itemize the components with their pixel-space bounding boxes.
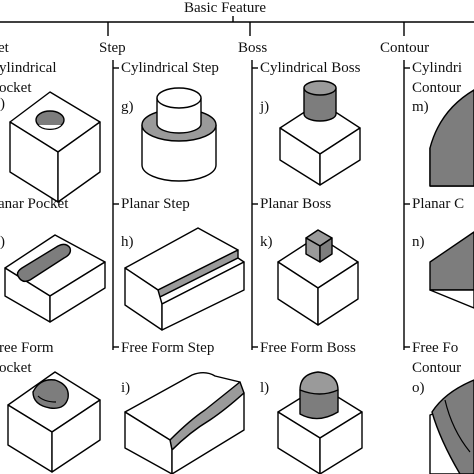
ff-step-drawing (124, 372, 245, 474)
ff-pocket-drawing (7, 371, 101, 473)
label-cyl-contour-2: Contour (412, 80, 461, 96)
planar-pocket-drawing (4, 234, 106, 323)
cylindrical-boss-drawing (279, 80, 361, 186)
category-boss: Boss (238, 40, 267, 56)
label-planar-contour: Planar C (412, 196, 464, 212)
contour-tree-lines (403, 60, 410, 350)
letter-j: j) (259, 99, 269, 115)
label-cyl-step: Cylindrical Step (121, 60, 219, 76)
letter-g: g) (121, 99, 134, 115)
label-ff-contour-2: Contour (412, 360, 461, 376)
label-cyl-boss: Cylindrical Boss (260, 60, 361, 76)
cylindrical-step-drawing (141, 87, 217, 182)
root-label: Basic Feature (184, 0, 266, 16)
letter-o: o) (412, 380, 425, 396)
label-planar-boss: Planar Boss (260, 196, 331, 212)
label-planar-pocket: anar Pocket (0, 196, 69, 212)
label-cyl-pocket-1: ylindrical (0, 60, 56, 76)
ff-contour-drawing (429, 379, 474, 474)
letter-b-partial: ) (0, 234, 5, 250)
label-ff-pocket-2: ocket (0, 360, 32, 376)
planar-contour-drawing (429, 231, 474, 309)
step-tree-lines (112, 60, 119, 350)
cylindrical-pocket-drawing (9, 91, 101, 203)
planar-boss-drawing (277, 229, 359, 326)
category-contour: Contour (380, 40, 429, 56)
letter-n: n) (412, 234, 425, 250)
label-cyl-pocket-2: ocket (0, 80, 32, 96)
label-ff-pocket-1: ree Form (0, 340, 54, 356)
letter-i: i) (121, 380, 130, 396)
letter-l: l) (260, 380, 269, 396)
category-pocket: et (0, 40, 10, 56)
label-ff-contour-1: Free Fo (412, 340, 458, 356)
planar-step-drawing (124, 227, 245, 331)
category-step: Step (99, 40, 126, 56)
ff-boss-drawing (277, 371, 363, 474)
letter-k: k) (260, 234, 273, 250)
label-ff-boss: Free Form Boss (260, 340, 356, 356)
letter-m: m) (412, 99, 429, 115)
letter-a-partial: ) (0, 96, 5, 112)
label-cyl-contour-1: Cylindri (412, 60, 462, 76)
cylindrical-contour-drawing (429, 89, 474, 187)
letter-h: h) (121, 234, 134, 250)
boss-tree-lines (251, 60, 258, 350)
label-planar-step: Planar Step (121, 196, 190, 212)
label-ff-step: Free Form Step (121, 340, 214, 356)
